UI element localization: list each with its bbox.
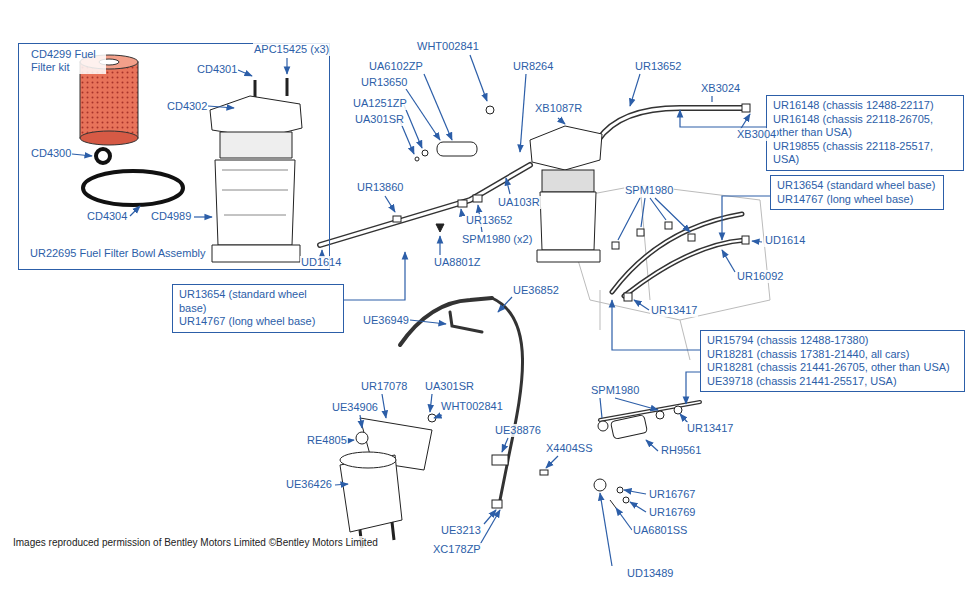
main-filter: [530, 126, 602, 262]
part-number: CD4304: [86, 210, 128, 223]
copyright-note: Images reproduced permission of Bentley …: [12, 536, 379, 549]
part-number: UD1614: [764, 234, 806, 247]
part-number: SPM1980: [590, 384, 640, 397]
part-number: UA1251ZP: [352, 97, 408, 110]
fuel-pump: [340, 414, 436, 548]
part-number: WHT002841: [416, 40, 480, 53]
part-number: X4404SS: [545, 442, 593, 455]
part-number: UR13654 (standard wheel base): [777, 179, 937, 193]
part-number: APC15425 (x3): [253, 43, 330, 56]
part-number: UR15794 (chassis 12488-17380): [707, 334, 958, 348]
callout-box: UR13654 (standard wheel base)UR14767 (lo…: [172, 284, 344, 333]
part-number: UR16092: [736, 270, 784, 283]
part-number: UR8264: [512, 60, 554, 73]
part-number: WHT002841: [440, 400, 504, 413]
part-number: UE38876: [494, 424, 542, 437]
part-number: SPM1980: [624, 184, 674, 197]
part-number: UA301SR: [424, 380, 475, 393]
part-number: UR13650: [360, 76, 408, 89]
part-number: XB3004: [736, 128, 777, 141]
part-number: UR18281 (chassis 21441-26705, other than…: [707, 361, 958, 375]
part-number: CD4300: [30, 147, 72, 160]
fuel-pipes: [320, 108, 745, 500]
callout-box: UR15794 (chassis 12488-17380)UR18281 (ch…: [700, 330, 965, 392]
callout-box: UR16148 (chassis 12488-22117)UR16148 (ch…: [766, 95, 964, 171]
panel-caption: UR22695 Fuel Filter Bowl Assembly: [30, 247, 205, 261]
part-number: RH9561: [660, 444, 702, 457]
part-number: UR13860: [356, 181, 404, 194]
part-number: UA103R: [497, 196, 541, 209]
part-number: UR13652: [634, 60, 682, 73]
part-number: CD4299 Fuel Filter kit: [30, 48, 106, 74]
part-number: UR13417: [686, 422, 734, 435]
part-number: RE4805: [306, 434, 348, 447]
part-number: CD4302: [166, 100, 208, 113]
part-number: UE36949: [362, 314, 410, 327]
part-number: UR13654 (standard wheel base): [179, 288, 337, 315]
part-number: UD13489: [626, 567, 674, 580]
part-number: UA6801SS: [632, 524, 688, 537]
part-number: UR16769: [648, 506, 696, 519]
filter-bowl: [210, 78, 302, 262]
part-number: UR14767 (long wheel base): [179, 315, 337, 329]
part-number: UE3213: [440, 524, 482, 537]
part-number: UE36426: [285, 478, 333, 491]
callout-box: UR13654 (standard wheel base)UR14767 (lo…: [770, 175, 944, 210]
part-number: UR19855 (chassis 22118-25517, USA): [773, 140, 957, 167]
part-number: UR13417: [650, 304, 698, 317]
part-number: UA8801Z: [433, 256, 481, 269]
part-number: CD4301: [196, 63, 238, 76]
part-number: UR13652: [465, 214, 513, 227]
part-number: UR17078: [360, 380, 408, 393]
leader-lines: [72, 55, 770, 566]
part-number: UR16148 (chassis 12488-22117): [773, 99, 957, 113]
part-number: UD1614: [300, 256, 342, 269]
part-number: UA6102ZP: [368, 60, 424, 73]
part-number: XC178ZP: [432, 543, 482, 556]
part-number: XB3024: [700, 82, 741, 95]
part-number: UA301SR: [354, 113, 405, 126]
part-number: XB1087R: [534, 102, 583, 115]
part-number: UR16767: [648, 488, 696, 501]
part-number: UE36852: [512, 284, 560, 297]
part-number: UR16148 (chassis 22118-26705, other than…: [773, 113, 957, 140]
part-number: UE34906: [331, 401, 379, 414]
clips: [393, 104, 750, 301]
part-number: UE39718 (chassis 21441-25517, USA): [707, 375, 958, 389]
part-number: SPM1980 (x2): [461, 233, 533, 246]
part-number: CD4989: [150, 210, 192, 223]
part-number: UR18281 (chassis 17381-21440, all cars): [707, 348, 958, 362]
seal-rings: [83, 149, 183, 205]
part-number: UR14767 (long wheel base): [777, 193, 937, 207]
